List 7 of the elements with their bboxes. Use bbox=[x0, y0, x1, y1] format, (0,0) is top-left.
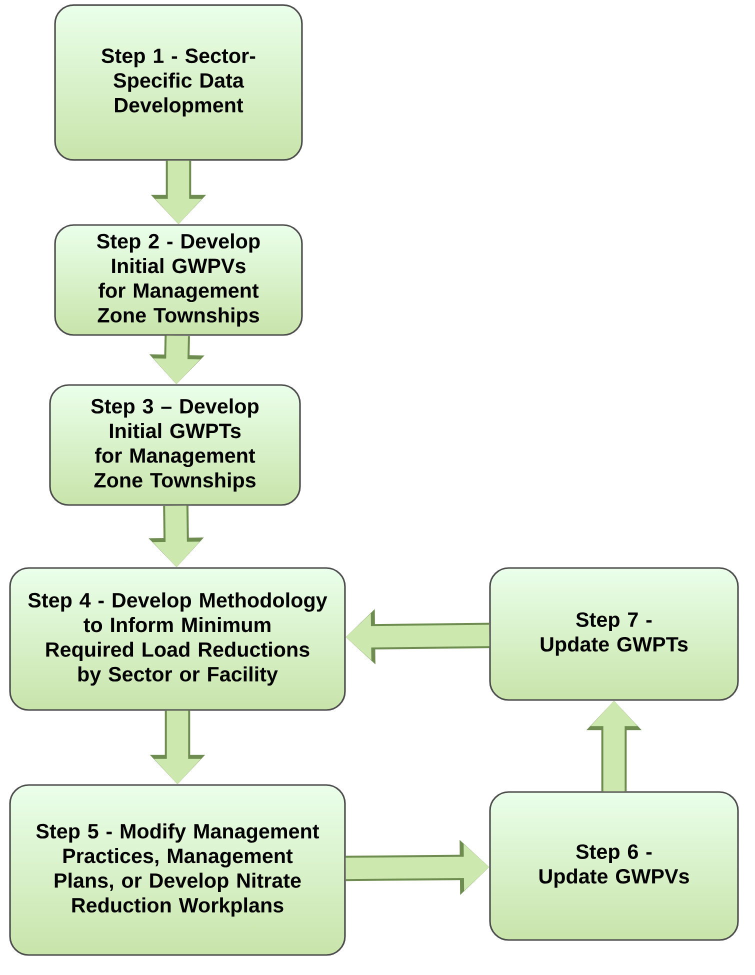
step-box: Step 2 - Develop Initial GWPVs for Management Zone Townships bbox=[54, 224, 303, 336]
step-box: Step 4 - Develop Methodology to Inform Minimum Required Load Reductions by Sector or Facility bbox=[9, 567, 346, 711]
step-box: Step 1 - Sector-Specific Data Development bbox=[54, 4, 303, 161]
step-box: Step 5 - Modify Management Practices, Management Plans, or Develop Nitrate Reduction Workplans bbox=[9, 784, 346, 956]
step-box: Step 6 - Update GWPVs bbox=[489, 791, 739, 941]
step-box: Step 7 - Update GWPTs bbox=[489, 567, 739, 701]
step-box: Step 3 – Develop Initial GWPTs for Management Zone Townships bbox=[49, 384, 301, 506]
